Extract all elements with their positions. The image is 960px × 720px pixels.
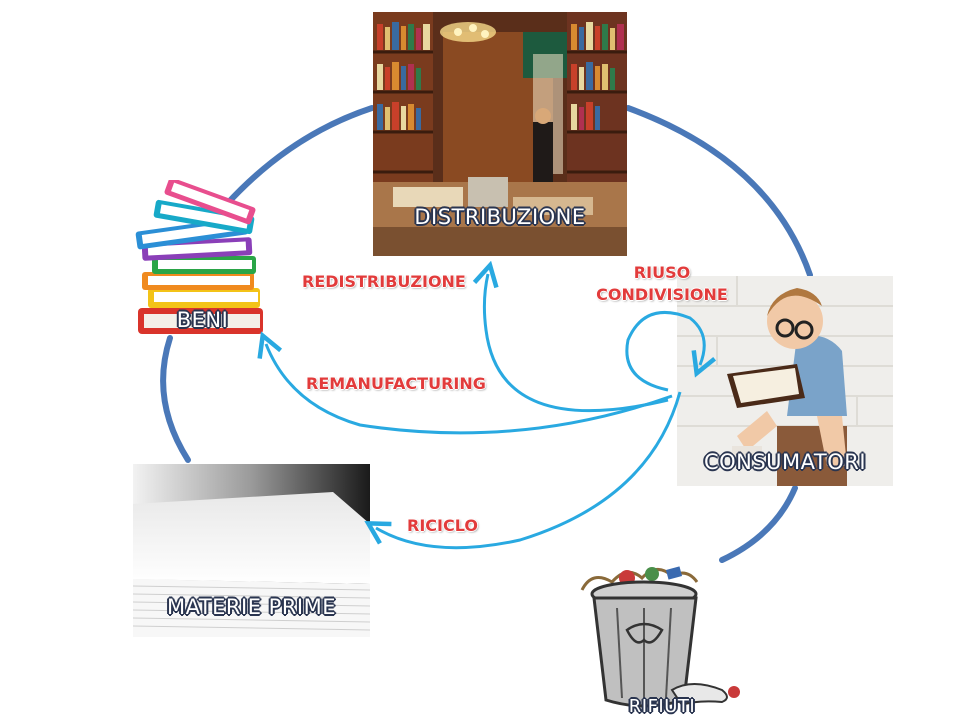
flow-label-remanufacturing: REMANUFACTURING bbox=[306, 374, 486, 393]
book-stack-image bbox=[135, 180, 263, 334]
node-label-rifiuti: RIFIUTI bbox=[628, 696, 696, 717]
trash-can-icon bbox=[580, 566, 740, 708]
node-label-distribuzione: DISTRIBUZIONE bbox=[414, 205, 586, 229]
node-materie-prime: MATERIE PRIME bbox=[133, 464, 370, 637]
flow-label-condivisione: CONDIVISIONE bbox=[596, 285, 728, 304]
bookshop-image bbox=[373, 12, 627, 256]
flow-label-riciclo: RICICLO bbox=[407, 516, 478, 535]
node-beni: BENI bbox=[130, 180, 275, 340]
node-label-beni: BENI bbox=[176, 308, 229, 332]
flow-label-redistribuzione: REDISTRIBUZIONE bbox=[302, 272, 466, 291]
node-distribuzione: DISTRIBUZIONE bbox=[373, 12, 627, 256]
node-label-materie-prime: MATERIE PRIME bbox=[166, 595, 336, 619]
node-consumatori: CONSUMATORI bbox=[677, 276, 893, 486]
paper-stack-image bbox=[133, 464, 370, 637]
flow-label-riuso-condivisione: RIUSO CONDIVISIONE bbox=[586, 262, 738, 306]
flow-label-riuso: RIUSO bbox=[633, 263, 691, 282]
node-label-consumatori: CONSUMATORI bbox=[703, 450, 867, 474]
child-reading-image bbox=[677, 276, 893, 486]
node-rifiuti: RIFIUTI bbox=[572, 560, 752, 720]
